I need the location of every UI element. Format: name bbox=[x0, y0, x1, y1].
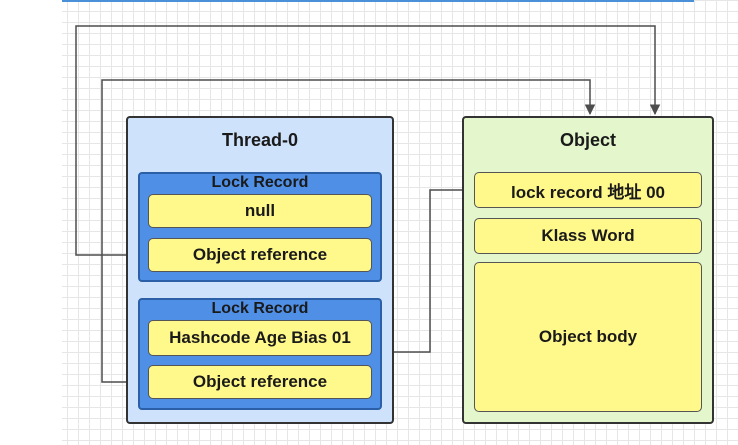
lock-record-2-mark-word: Hashcode Age Bias 01 bbox=[148, 320, 372, 356]
object-klass-word: Klass Word bbox=[474, 218, 702, 254]
top-accent-bar bbox=[62, 0, 694, 2]
object-body: Object body bbox=[474, 262, 702, 412]
lock-record-2-object-reference: Object reference bbox=[148, 365, 372, 399]
thread-title: Thread-0 bbox=[221, 130, 299, 150]
object-mark-word: lock record 地址 00 bbox=[474, 172, 702, 208]
lock-record-1-object-reference: Object reference bbox=[148, 238, 372, 272]
reference-arrow-1 bbox=[75, 25, 661, 256]
lock-record-2-title: Lock Record bbox=[211, 300, 309, 317]
mark-word-arrow bbox=[382, 189, 474, 358]
lock-record-1-slot: null bbox=[148, 194, 372, 228]
reference-arrow-2 bbox=[101, 79, 596, 383]
object-title: Object bbox=[559, 130, 616, 150]
lock-record-1-title: Lock Record bbox=[211, 174, 309, 191]
